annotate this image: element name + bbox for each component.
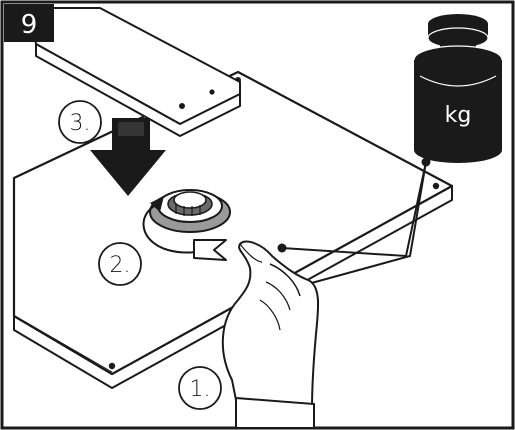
svg-text:3.: 3. bbox=[70, 111, 91, 136]
screw-hole-front bbox=[109, 363, 115, 369]
svg-text:2.: 2. bbox=[110, 253, 131, 278]
contact-point-platform bbox=[278, 244, 287, 253]
svg-text:1.: 1. bbox=[190, 377, 211, 402]
weight-unit-label: kg bbox=[445, 103, 472, 128]
sleeve-cuff bbox=[236, 398, 314, 428]
contact-point-weight bbox=[422, 158, 431, 167]
callout-2: 2. bbox=[99, 243, 141, 285]
callout-1: 1. bbox=[179, 367, 221, 409]
callout-3: 3. bbox=[59, 101, 101, 143]
screw-hole-right bbox=[433, 183, 439, 189]
bar-screw-1 bbox=[179, 103, 185, 109]
step-number: 9 bbox=[21, 10, 38, 40]
bar-screw-2 bbox=[209, 89, 214, 94]
